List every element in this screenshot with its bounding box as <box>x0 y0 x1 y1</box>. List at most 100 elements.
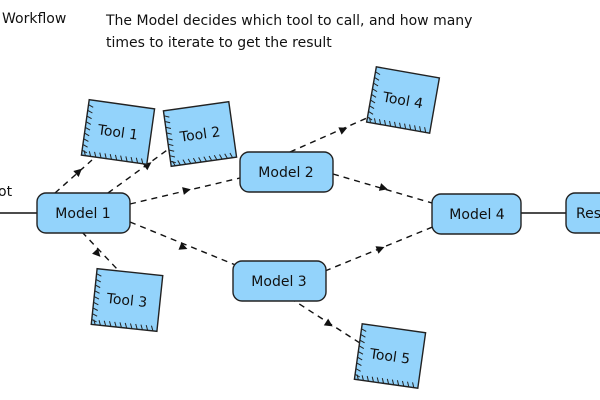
tooth-mark <box>219 154 223 160</box>
tooth-mark <box>99 152 102 159</box>
tool-node-2: Tool 2 <box>162 100 238 168</box>
tooth-mark <box>92 313 98 317</box>
model-node-3: Model 3 <box>232 260 327 302</box>
arrow-model1-to-model3 <box>178 242 188 250</box>
tooth-mark <box>164 121 171 124</box>
tooth-mark <box>358 351 364 355</box>
tooth-mark <box>98 320 101 326</box>
arrow-model1-to-tool3 <box>92 248 101 257</box>
tooth-mark <box>103 320 107 327</box>
tooth-mark <box>135 323 138 330</box>
tooth-mark <box>92 307 98 311</box>
tooth-mark <box>359 339 365 344</box>
edge-model1-to-tool2 <box>107 147 171 194</box>
tool-node-3-label: Tool 3 <box>105 291 148 311</box>
result-node: Res <box>565 192 600 234</box>
tooth-mark <box>404 123 407 130</box>
tool-node-2-label: Tool 2 <box>178 124 221 146</box>
tooth-mark <box>169 155 176 158</box>
tooth-mark <box>373 118 377 124</box>
tool-node-2-edge-teeth <box>164 115 234 167</box>
tooth-mark <box>166 132 172 135</box>
model-node-3-shape <box>232 260 327 302</box>
tooth-mark <box>87 109 93 114</box>
arrow-model1-to-tool1 <box>73 168 82 177</box>
edge-model1-to-tool1 <box>54 159 93 194</box>
model-node-1: Model 1 <box>36 192 131 234</box>
tool-node-1: Tool 1 <box>80 98 156 166</box>
tooth-mark <box>96 273 102 277</box>
tooth-mark <box>104 153 107 159</box>
tool-node-1-edge-teeth <box>81 104 144 164</box>
arrow-model3-to-model4 <box>375 246 385 254</box>
tooth-mark <box>140 324 143 330</box>
tooth-mark <box>407 381 410 388</box>
tooth-mark <box>389 120 392 127</box>
tooth-mark <box>84 132 90 137</box>
model-node-2-label: Model 2 <box>258 165 313 181</box>
tooth-mark <box>358 345 365 349</box>
model-node-1-shape <box>36 192 131 234</box>
tooth-mark <box>145 325 149 331</box>
tooth-mark <box>374 77 380 81</box>
tooth-mark <box>198 157 202 163</box>
tooth-mark <box>384 119 387 126</box>
tooth-mark <box>94 151 97 158</box>
model-node-4: Model 4 <box>431 193 522 235</box>
tooth-mark <box>396 380 400 386</box>
tooth-mark <box>368 111 374 115</box>
tooth-mark <box>360 334 366 338</box>
edges <box>0 109 566 346</box>
tooth-mark <box>208 155 213 161</box>
tool-node-5-edge-teeth <box>354 328 415 388</box>
diagram-title: Workflow <box>2 11 66 27</box>
tooth-mark <box>224 153 228 159</box>
model-node-3-label: Model 3 <box>251 274 306 290</box>
model-node-4-label: Model 4 <box>449 207 504 223</box>
tooth-mark <box>361 328 367 332</box>
diagram-description-line-1: The Model decides which tool to call, an… <box>105 13 472 29</box>
tool-node-4-edge-teeth <box>367 71 427 133</box>
tooth-mark <box>85 126 91 131</box>
tool-node-2-shape <box>162 100 238 168</box>
tooth-mark <box>120 155 123 161</box>
tooth-mark <box>85 121 92 125</box>
tooth-mark <box>378 119 382 125</box>
tooth-mark <box>361 375 364 381</box>
tooth-mark <box>93 296 100 300</box>
tooth-mark <box>94 290 100 294</box>
tooth-mark <box>354 373 361 378</box>
tooth-mark <box>401 380 405 387</box>
tooth-mark <box>170 160 176 164</box>
tooth-mark <box>412 382 415 388</box>
tooth-mark <box>394 121 397 128</box>
tooth-mark <box>114 321 117 328</box>
tooth-mark <box>125 156 128 162</box>
tooth-mark <box>81 149 88 154</box>
tooth-mark <box>150 325 154 332</box>
tooth-mark <box>82 144 88 148</box>
tooth-mark <box>371 94 377 98</box>
model-node-2-shape <box>239 151 334 193</box>
tooth-mark <box>386 378 390 385</box>
tooth-mark <box>409 124 412 130</box>
tooth-mark <box>141 158 144 164</box>
arrow-model1-to-model2 <box>182 187 191 195</box>
tooth-mark <box>88 104 94 108</box>
tool-node-5: Tool 5 <box>353 323 427 389</box>
tooth-mark <box>203 156 207 162</box>
tooth-mark <box>109 321 112 327</box>
arrow-model3-to-tool5 <box>323 318 333 327</box>
tooth-mark <box>213 154 218 161</box>
tooth-mark <box>355 368 361 372</box>
model-node-2: Model 2 <box>239 151 334 193</box>
model-node-1-label: Model 1 <box>55 206 110 222</box>
tooth-mark <box>129 323 133 329</box>
tooth-mark <box>424 127 427 133</box>
tooth-mark <box>86 115 92 120</box>
tooth-mark <box>381 378 385 384</box>
tooth-mark <box>168 143 174 147</box>
tooth-mark <box>182 159 187 165</box>
tooth-mark <box>375 71 381 76</box>
